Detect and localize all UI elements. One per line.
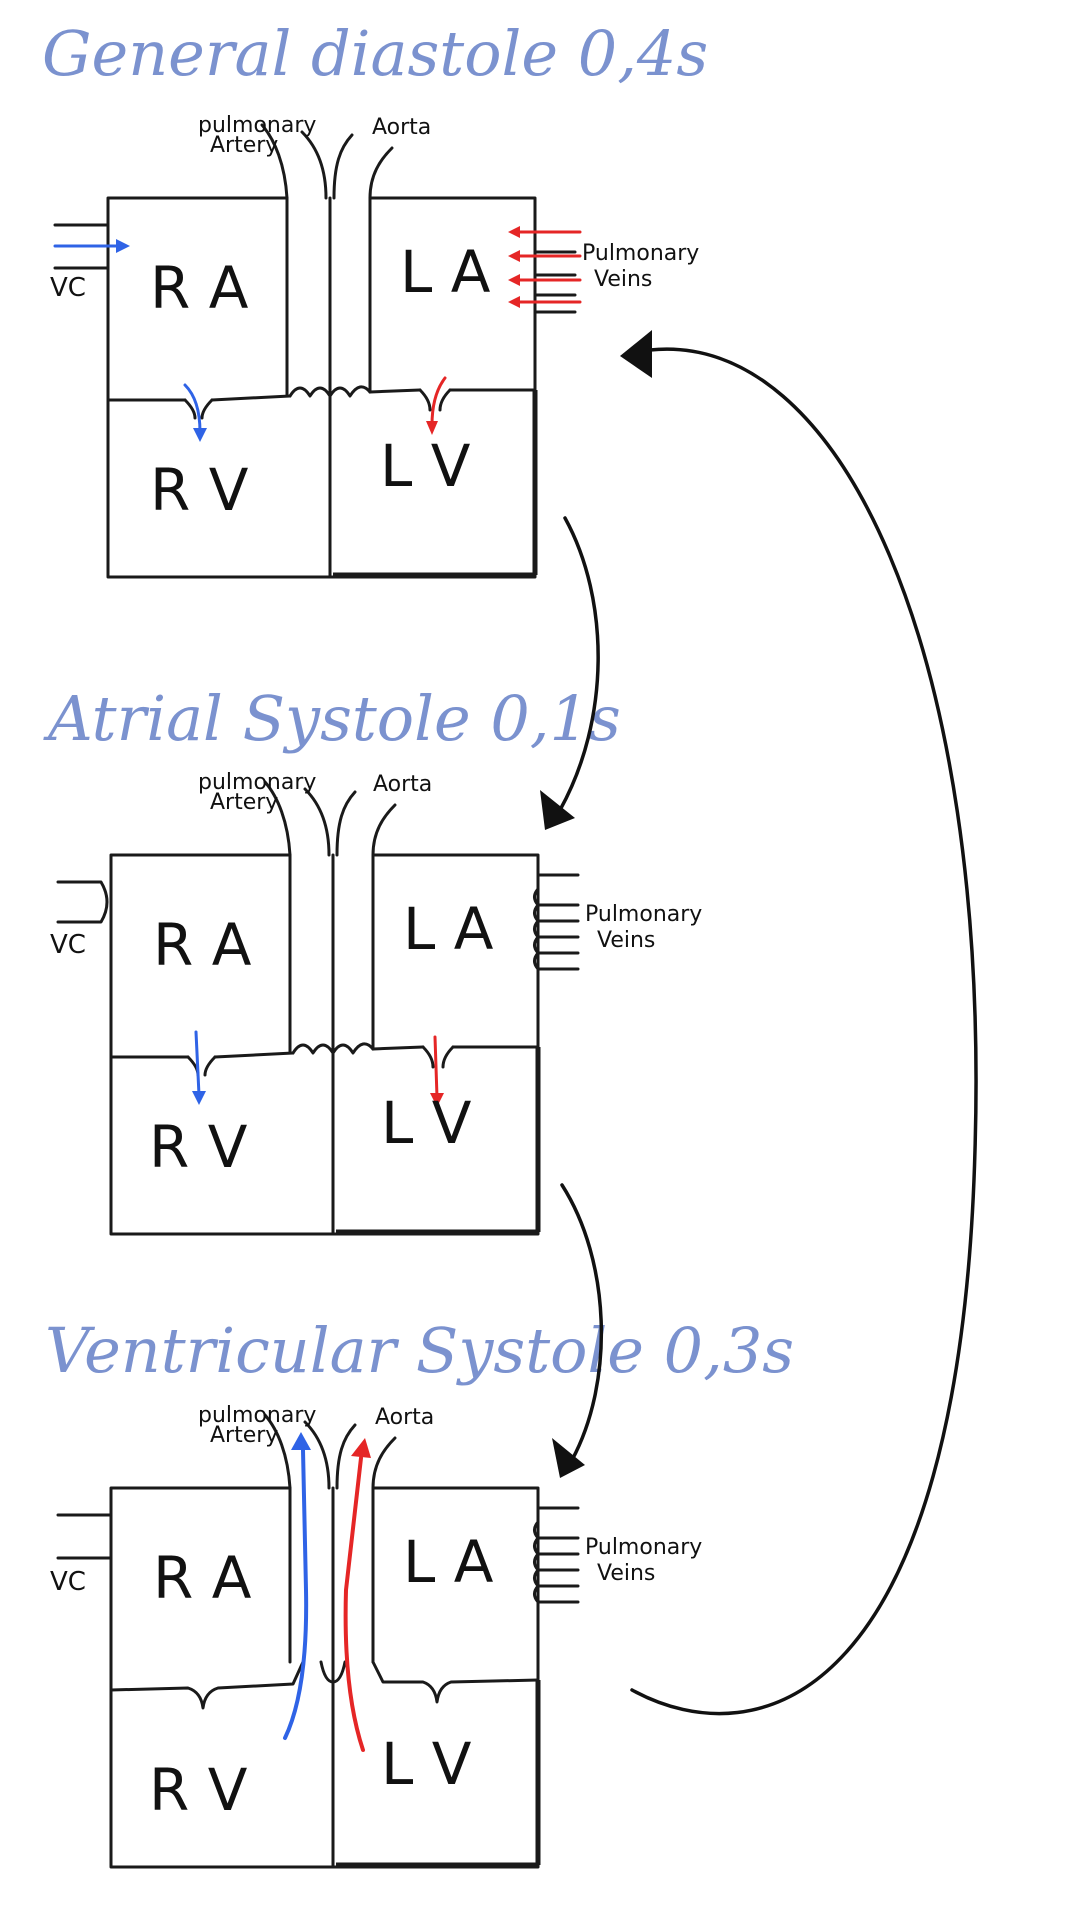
lv-wall-thick [336,1047,541,1235]
cycle-arrow-diastole-to-atrial [558,516,600,812]
cycle-arrows [540,330,978,1716]
pulmonary-veins-closed [533,1506,580,1604]
la-to-lv-arrowhead [430,1093,444,1107]
la-to-lv-arrowhead [426,421,438,435]
tricuspid-valve [186,1055,217,1077]
vena-cava [56,1513,113,1560]
label-la: L A [403,895,494,963]
panel-ventricular-systole: Ventricular Systole 0,3s R A L A R V L V [45,1314,794,1869]
aorta-outer [368,146,394,394]
av-plane [106,388,537,402]
av-plane [109,1045,540,1059]
label-artery: Artery [210,133,278,158]
vena-cava [53,223,110,270]
panel-atrial-systole: Atrial Systole 0,1s R A L A R V [43,682,702,1236]
pv-arrowhead [508,274,520,286]
label-pulmonary-veins-1: Pulmonary [582,241,699,266]
label-aorta: Aorta [372,115,431,140]
cycle-arrowhead [552,1438,585,1478]
ra-to-rv-arrow [183,383,202,434]
label-pulmonary-veins-1: Pulmonary [585,1535,702,1560]
label-pulmonary-veins-2: Veins [594,267,652,292]
great-vessels-inner [303,787,357,857]
label-la: L A [400,238,491,306]
pulmonary-vein-inflow-arrows [513,230,582,304]
label-vc: VC [50,273,86,303]
label-pulmonary: pulmonary [198,770,316,795]
aorta-outer [371,803,397,1051]
label-rv: R V [149,1113,248,1181]
cycle-arrowhead [540,790,575,830]
pulmonary-artery-outer [263,780,292,1055]
heart-outline [109,853,540,1236]
label-lv: L V [380,432,471,500]
pulmonary-artery-outer [263,1413,292,1664]
lv-wall-thick [336,1680,541,1868]
label-rv: R V [150,456,249,524]
lv-ejection-arrowhead [351,1438,371,1458]
label-ra: R A [150,254,249,322]
cycle-arrow-atrial-to-ventricular [560,1183,604,1462]
pv-arrowhead [508,296,520,308]
semilunar-valves [291,1042,375,1055]
label-pulmonary-veins-1: Pulmonary [585,902,702,927]
great-vessels-inner [300,130,354,200]
label-lv: L V [381,1089,472,1157]
label-aorta: Aorta [375,1405,434,1430]
pulmonary-veins-closed [533,873,580,971]
label-pulmonary-veins-2: Veins [597,928,655,953]
label-ra: R A [153,911,252,979]
great-vessels-inner [303,1420,357,1490]
vc-inflow-arrowhead [116,239,130,253]
aorta-outer [371,1436,397,1664]
label-pulmonary: pulmonary [198,113,316,138]
mitral-valve [421,1045,455,1069]
pv-arrowhead [508,250,520,262]
vena-cava-closed [56,880,109,924]
pv-arrowhead [508,226,520,238]
lv-wall-thick [333,390,538,578]
panel-title: Atrial Systole 0,1s [43,682,621,755]
label-aorta: Aorta [373,772,432,797]
label-la: L A [403,1528,494,1596]
mitral-valve [418,388,452,412]
semilunar-valves [288,385,372,398]
panel-general-diastole: General diastole 0,4s [42,17,708,579]
panel-title: General diastole 0,4s [42,17,708,90]
label-vc: VC [50,1567,86,1597]
cycle-arrowhead [620,330,652,378]
pulmonary-veins-stubs [533,230,577,314]
ra-to-rv-arrow [194,1030,201,1097]
av-plane-closed [109,1660,540,1710]
septal-cusp [319,1660,347,1684]
la-to-lv-arrow [430,376,447,427]
label-lv: L V [381,1730,472,1798]
pulmonary-artery-outer [260,123,289,398]
label-rv: R V [149,1756,248,1824]
label-pulmonary: pulmonary [198,1403,316,1428]
rv-ejection-arrow [283,1448,309,1740]
label-artery: Artery [210,790,278,815]
ra-to-rv-arrowhead [192,1091,206,1105]
ra-to-rv-arrowhead [193,428,207,442]
label-ra: R A [153,1544,252,1612]
lv-ejection-arrow [343,1456,365,1752]
tricuspid-valve [183,398,214,420]
panel-title: Ventricular Systole 0,3s [45,1314,794,1387]
label-pulmonary-veins-2: Veins [597,1561,655,1586]
heart-outline [106,196,537,579]
label-vc: VC [50,930,86,960]
label-artery: Artery [210,1423,278,1448]
la-to-lv-arrow [433,1035,439,1099]
cycle-arrow-ventricular-to-diastole [630,347,978,1716]
heart-outline [109,1486,540,1869]
rv-ejection-arrowhead [291,1432,311,1450]
